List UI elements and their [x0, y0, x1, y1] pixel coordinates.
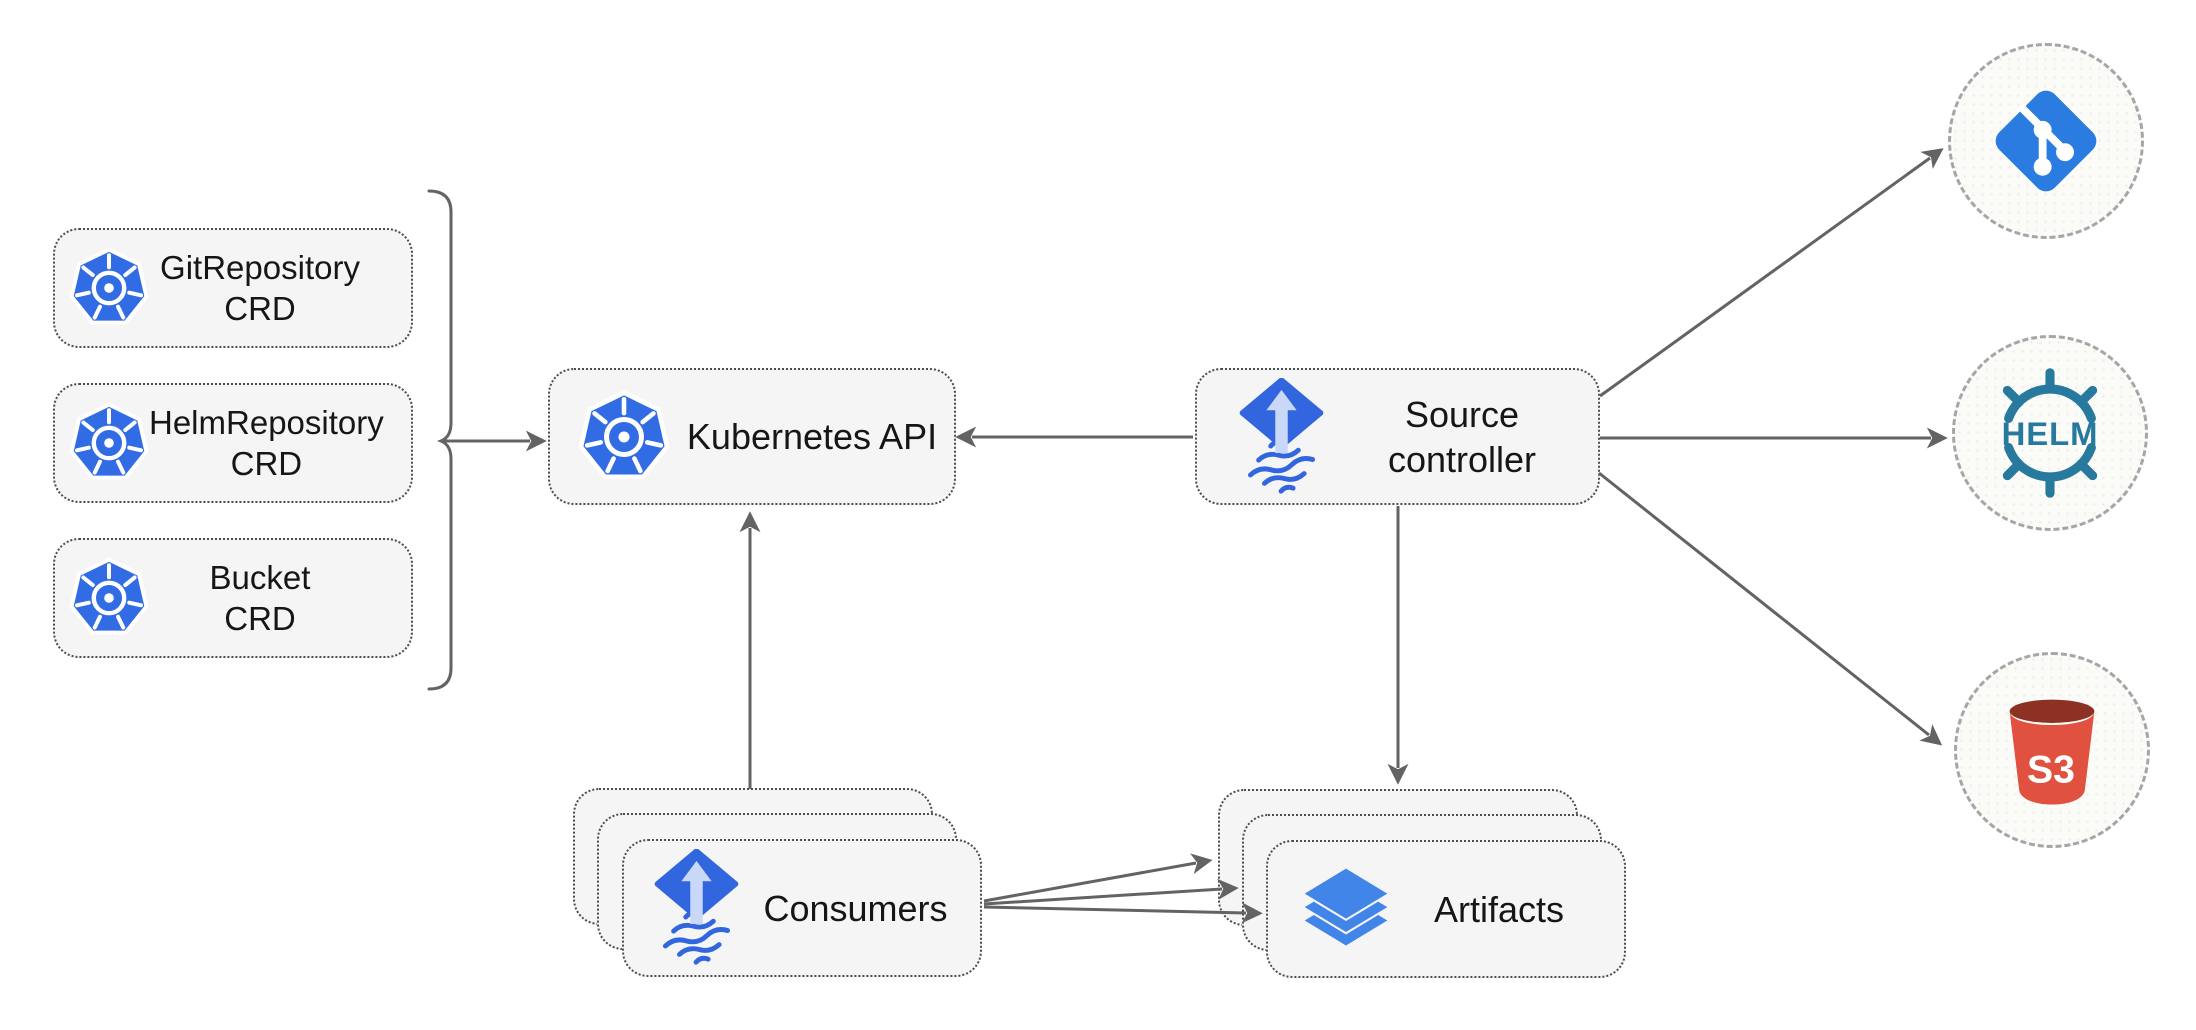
flux-icon — [1237, 378, 1326, 496]
label-line: GitRepository — [160, 248, 360, 286]
node-bucket-crd: Bucket CRD — [53, 538, 413, 658]
node-label: Artifacts — [1433, 888, 1565, 930]
node-label: Consumers — [763, 887, 948, 929]
node-consumers: Consumers — [622, 839, 982, 977]
s3-icon: S3 — [1999, 692, 2105, 809]
node-label: GitRepository CRD — [149, 247, 371, 330]
helm-logo-text: HELM — [2002, 415, 2099, 452]
node-helm-repository: HELM — [1952, 335, 2148, 531]
node-gitrepository-crd: GitRepository CRD — [53, 228, 413, 348]
node-label: Source controller — [1326, 392, 1598, 482]
node-git-repository — [1948, 43, 2144, 239]
kubernetes-icon — [69, 248, 149, 328]
label-line: Bucket — [209, 558, 311, 596]
label-line: Source — [1404, 393, 1520, 435]
layers-icon — [1298, 861, 1394, 957]
s3-logo-text: S3 — [2027, 748, 2075, 791]
label-line: CRD — [224, 290, 296, 327]
node-s3-bucket: S3 — [1954, 652, 2150, 848]
helm-icon: HELM — [1977, 360, 2123, 506]
kubernetes-icon — [578, 391, 670, 483]
arrow-consumers-to-artifacts-2 — [983, 878, 1239, 906]
node-source-controller: Source controller — [1195, 368, 1600, 505]
label-line: HelmRepository — [149, 403, 384, 441]
kubernetes-icon — [69, 403, 149, 483]
node-kubernetes-api: Kubernetes API — [548, 368, 956, 505]
node-label: HelmRepository CRD — [149, 402, 384, 485]
git-icon — [1990, 85, 2102, 197]
label-line: CRD — [230, 445, 303, 482]
kubernetes-icon — [69, 558, 149, 638]
arrow-consumers-to-artifacts-3 — [983, 902, 1263, 924]
label-line: CRD — [224, 600, 296, 637]
arrow-consumers-to-artifacts-1 — [983, 853, 1213, 903]
arrow-source-controller-to-git — [1599, 148, 1944, 398]
node-label: Kubernetes API — [686, 416, 938, 457]
label-line: controller — [1387, 438, 1537, 480]
flux-icon — [652, 849, 741, 967]
node-helmrepository-crd: HelmRepository CRD — [53, 383, 413, 503]
node-artifacts: Artifacts — [1266, 840, 1626, 978]
arrow-source-controller-to-s3 — [1598, 471, 1943, 746]
crd-group-brace — [427, 189, 453, 691]
node-label: Bucket CRD — [149, 557, 371, 640]
